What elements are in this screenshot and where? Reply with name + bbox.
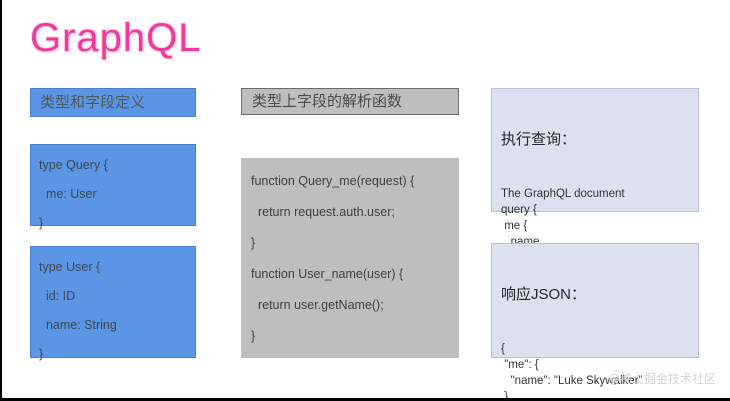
watermark: @稀土掘金技术社区 (607, 372, 716, 386)
execute-query-title: 执行查询： (501, 131, 577, 148)
left-column-header: 类型和字段定义 (30, 88, 196, 117)
right-block-response-json: 响应JSON： { "me": { "name": "Luke Skywalke… (491, 243, 699, 398)
left-code-block-query: type Query { me: User } (30, 144, 196, 230)
left-code-block-user: type User { id: ID name: String } (30, 246, 196, 361)
middle-column-header: 类型上字段的解析函数 (241, 88, 459, 115)
page-title: GraphQL (30, 16, 202, 60)
middle-code-block-resolvers: function Query_me(request) { return requ… (241, 158, 459, 358)
response-json-code: { "me": { "name": "Luke Skywalker" } } (501, 343, 643, 401)
response-json-title: 响应JSON： (501, 286, 587, 303)
right-block-execute-query: 执行查询： The GraphQL document query { me { … (491, 88, 699, 280)
